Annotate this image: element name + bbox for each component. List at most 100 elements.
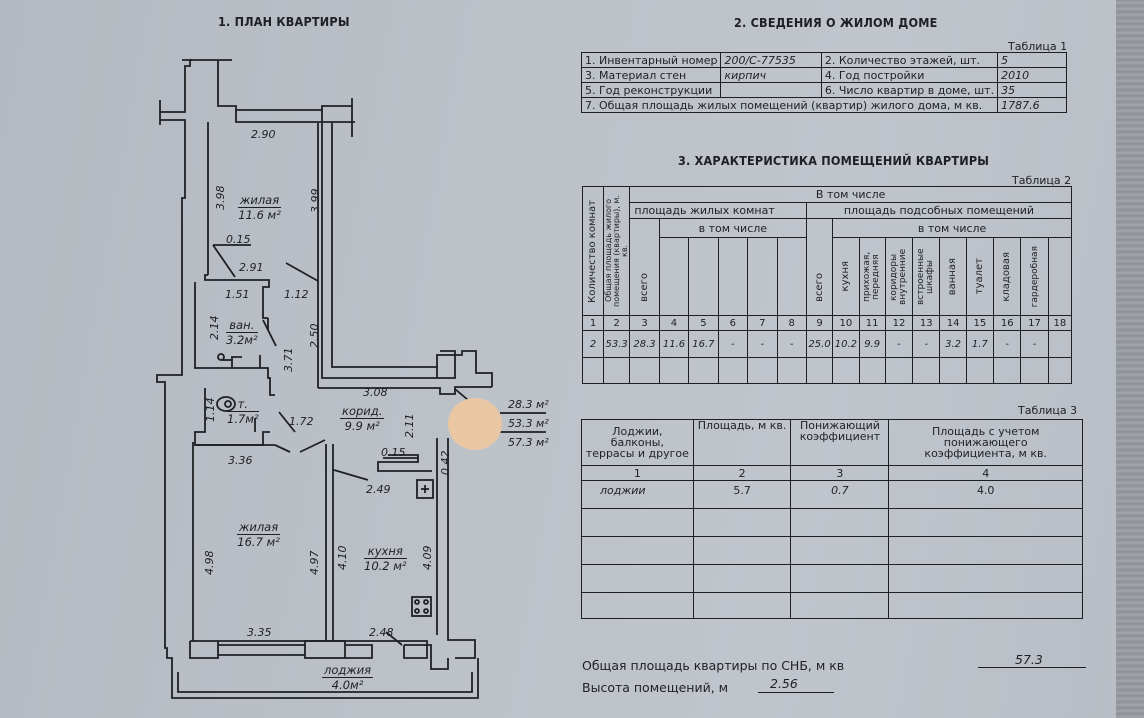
house-value: 2010 bbox=[997, 67, 1067, 83]
dim-label: 1.51 bbox=[225, 288, 250, 301]
room-area: 9.9 м² bbox=[344, 419, 380, 433]
col-number: 17 bbox=[1020, 315, 1049, 331]
col-number: 16 bbox=[993, 315, 1022, 331]
room-area: 16.7 м² bbox=[237, 535, 280, 549]
value-cell: - bbox=[993, 330, 1022, 358]
header-bathroom: ванная bbox=[947, 257, 959, 296]
table-row-empty bbox=[581, 536, 1083, 565]
plan-title: 1. ПЛАН КВАРТИРЫ bbox=[218, 14, 350, 29]
header-adjusted-area: Площадь с учетом понижающего коэффициент… bbox=[888, 419, 1083, 466]
room-name: жилая bbox=[237, 520, 281, 535]
header-loggias: Лоджии, балконы, террасы и другое bbox=[581, 419, 694, 466]
room-area: 1.7м² bbox=[227, 412, 259, 426]
dim-label: 1.12 bbox=[284, 288, 309, 301]
col-number: 1 bbox=[581, 315, 605, 331]
value-cell: 2 bbox=[581, 330, 605, 358]
value-cell: 1.7 bbox=[965, 330, 995, 358]
col-number: 6 bbox=[717, 315, 749, 331]
dim-label: 3.08 bbox=[363, 386, 388, 399]
col-number: 13 bbox=[912, 315, 941, 331]
col-number: 8 bbox=[776, 315, 807, 331]
table-row-empty bbox=[581, 508, 1083, 537]
header-aux-total: всего bbox=[813, 272, 825, 302]
table-row: 5. Год реконструкции 6. Число квартир в … bbox=[580, 82, 1067, 98]
dim-label: 3.98 bbox=[214, 185, 227, 211]
col-number: 11 bbox=[858, 315, 886, 331]
house-value: 5 bbox=[997, 52, 1067, 68]
room-bath: ван. 3.2м² bbox=[226, 318, 258, 347]
room-wc: т. 1.7м² bbox=[227, 397, 259, 426]
room-living-2: жилая 16.7 м² bbox=[237, 520, 281, 549]
header-kitchen: кухня bbox=[839, 261, 851, 292]
dim-label: 3.36 bbox=[228, 454, 253, 467]
header-toilet: туалет bbox=[973, 258, 985, 295]
dim-label: 0.15 bbox=[226, 233, 251, 246]
total-apartment-area: 53.3 м² bbox=[508, 417, 549, 430]
summary-height-label: Высота помещений, м bbox=[582, 680, 729, 695]
dim-label: 1.14 bbox=[204, 397, 217, 423]
table-row-empty bbox=[581, 592, 1083, 619]
dim-label: 0.42 bbox=[439, 450, 452, 476]
col-number: 3 bbox=[790, 465, 890, 481]
value-cell: 11.6 bbox=[658, 330, 690, 358]
room-name: жилая bbox=[238, 193, 282, 208]
loggia-type: лоджии bbox=[581, 480, 694, 509]
house-title: 2. СВЕДЕНИЯ О ЖИЛОМ ДОМЕ bbox=[734, 15, 938, 30]
col-number: 18 bbox=[1047, 315, 1073, 331]
table-row: 2 53.3 28.3 11.6 16.7 - - - 25.0 10.2 9.… bbox=[581, 330, 1073, 358]
header-pantry: кладовая bbox=[1001, 251, 1013, 302]
header-including-3: в том числе bbox=[832, 218, 1072, 238]
col-number: 2 bbox=[603, 315, 631, 331]
dim-label: 4.09 bbox=[421, 545, 434, 571]
room-area: 3.2м² bbox=[226, 333, 258, 347]
value-cell: 10.2 bbox=[832, 330, 860, 358]
col-number: 12 bbox=[884, 315, 914, 331]
dim-label: 2.50 bbox=[308, 323, 321, 349]
table1-label: Таблица 1 bbox=[1008, 40, 1068, 53]
summary-total-label: Общая площадь квартиры по СНБ, м кв bbox=[582, 658, 845, 673]
page-edge bbox=[1116, 0, 1144, 718]
table-row: 3. Материал стен кирпич 4. Год постройки… bbox=[580, 67, 1067, 83]
house-label: 4. Год постройки bbox=[820, 67, 999, 83]
col-number: 1 bbox=[581, 465, 694, 481]
col-number: 2 bbox=[692, 465, 792, 481]
total-snb-area: 57.3 м² bbox=[508, 436, 549, 449]
room-name: корид. bbox=[340, 404, 385, 419]
rooms-char-title: 3. ХАРАКТЕРИСТИКА ПОМЕЩЕНИЙ КВАРТИРЫ bbox=[678, 153, 990, 168]
dim-label: 1.72 bbox=[289, 415, 314, 428]
table-row-empty bbox=[581, 357, 1073, 384]
dim-label: 2.14 bbox=[208, 315, 221, 341]
col-number: 10 bbox=[832, 315, 860, 331]
room-kitchen: кухня 10.2 м² bbox=[364, 544, 407, 573]
dim-label: 2.11 bbox=[403, 413, 416, 439]
loggia-adjusted-area: 4.0 bbox=[888, 480, 1083, 509]
header-including-2: в том числе bbox=[658, 218, 807, 238]
summary-total-value: 57.3 bbox=[1015, 652, 1043, 667]
value-cell: - bbox=[717, 330, 749, 358]
column-numbers-row: 1 2 3 4 5 6 7 8 9 10 11 12 13 14 15 16 1… bbox=[581, 315, 1073, 331]
col-number: 7 bbox=[747, 315, 778, 331]
value-cell: 9.9 bbox=[858, 330, 886, 358]
dim-label: 3.35 bbox=[247, 626, 272, 639]
header-living-total: всего bbox=[638, 272, 650, 302]
col-number: 4 bbox=[658, 315, 690, 331]
loggia-table: Лоджии, балконы, террасы и другое Площад… bbox=[581, 419, 1083, 619]
value-cell: - bbox=[912, 330, 941, 358]
room-area: 4.0м² bbox=[331, 678, 364, 692]
value-cell: - bbox=[747, 330, 778, 358]
header-living-area: площадь жилых комнат bbox=[629, 202, 807, 219]
dim-label: 0.15 bbox=[381, 446, 406, 459]
value-cell: - bbox=[1020, 330, 1049, 358]
table-row: лоджии 5.7 0.7 4.0 bbox=[581, 480, 1083, 509]
col-number: 4 bbox=[888, 465, 1083, 481]
room-corridor: корид. 9.9 м² bbox=[340, 404, 385, 433]
header-wardrobe: гардеробная bbox=[1029, 245, 1040, 308]
col-number: 14 bbox=[939, 315, 967, 331]
room-loggia: лоджия 4.0м² bbox=[322, 663, 374, 692]
summary-total-underline bbox=[978, 667, 1086, 668]
dim-label: 3.71 bbox=[282, 347, 295, 373]
dim-label: 4.98 bbox=[203, 550, 216, 576]
header-hall: прихожая, передняя bbox=[862, 251, 882, 302]
header-closets: встроенные шкафы bbox=[916, 248, 936, 305]
value-cell: 3.2 bbox=[939, 330, 967, 358]
